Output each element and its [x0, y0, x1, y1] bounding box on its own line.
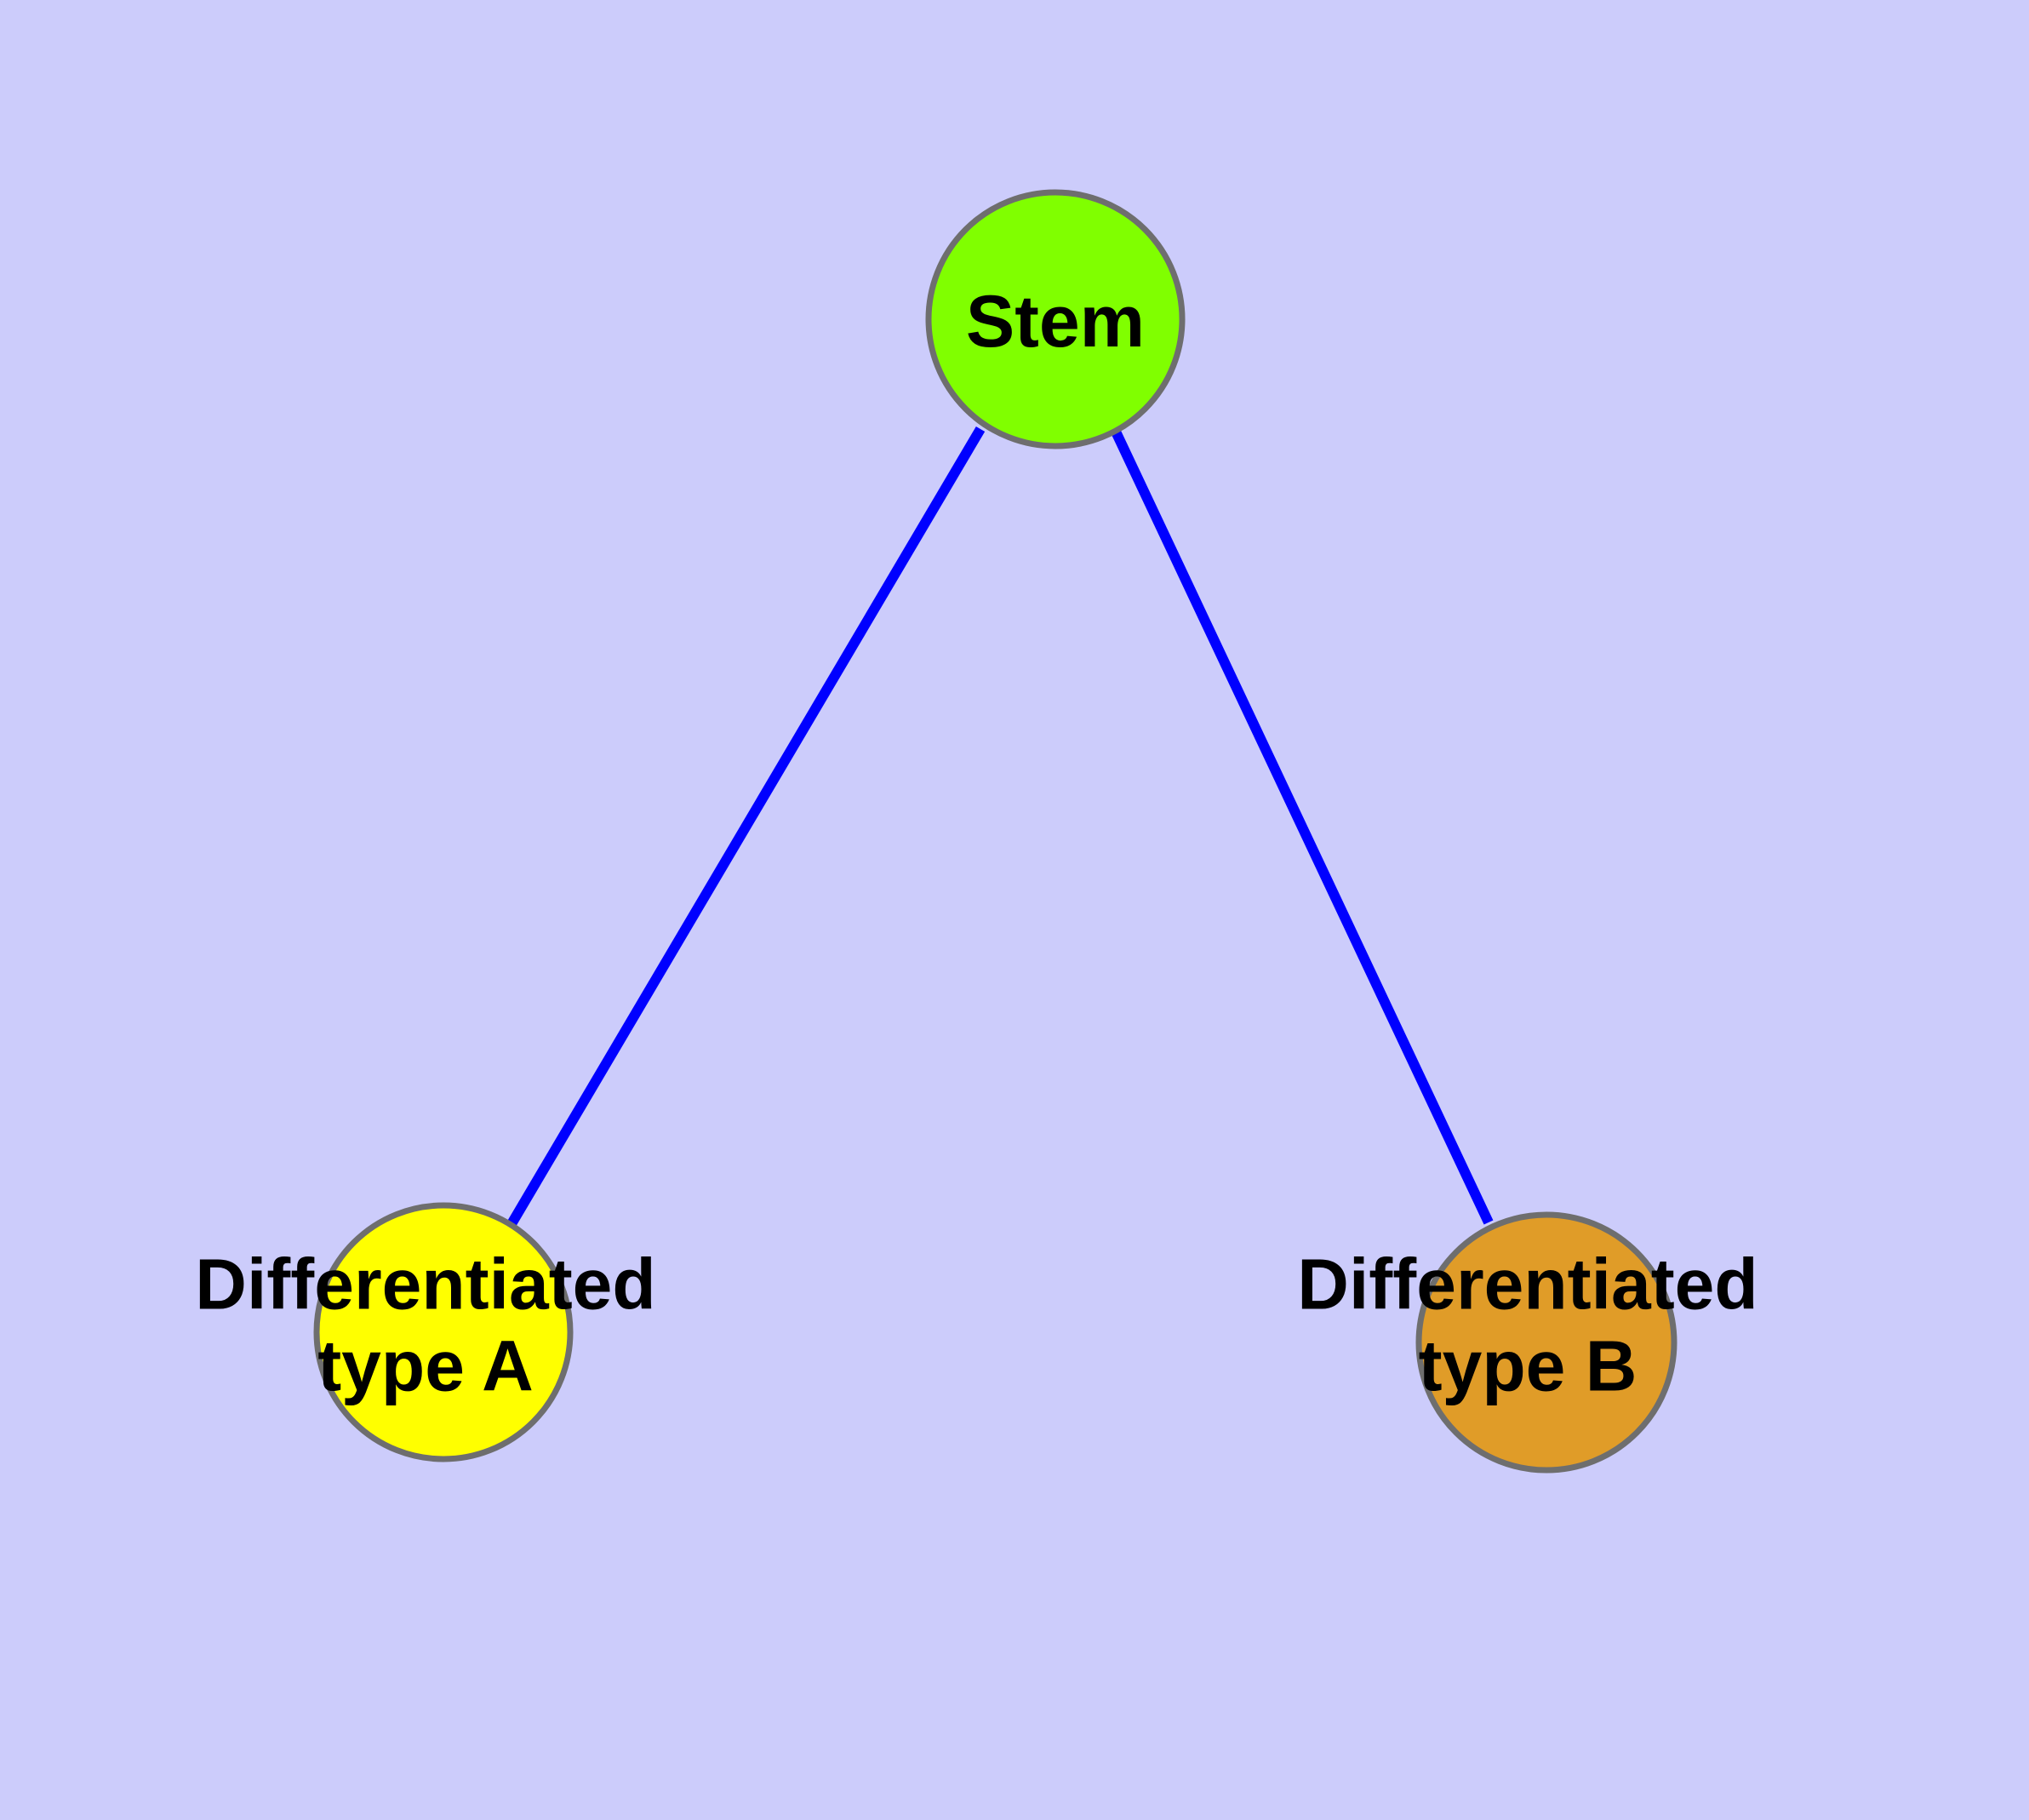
node-layer	[313, 189, 1677, 1474]
edge-stem-to-diff-type-b[interactable]	[1110, 427, 1494, 1225]
node-diff-type-a[interactable]	[313, 1202, 574, 1462]
edge-stem-to-diff-type-a[interactable]	[499, 426, 986, 1240]
node-diff-type-b[interactable]	[1415, 1211, 1677, 1474]
edge-layer	[499, 426, 1494, 1240]
node-stem[interactable]	[925, 189, 1186, 449]
